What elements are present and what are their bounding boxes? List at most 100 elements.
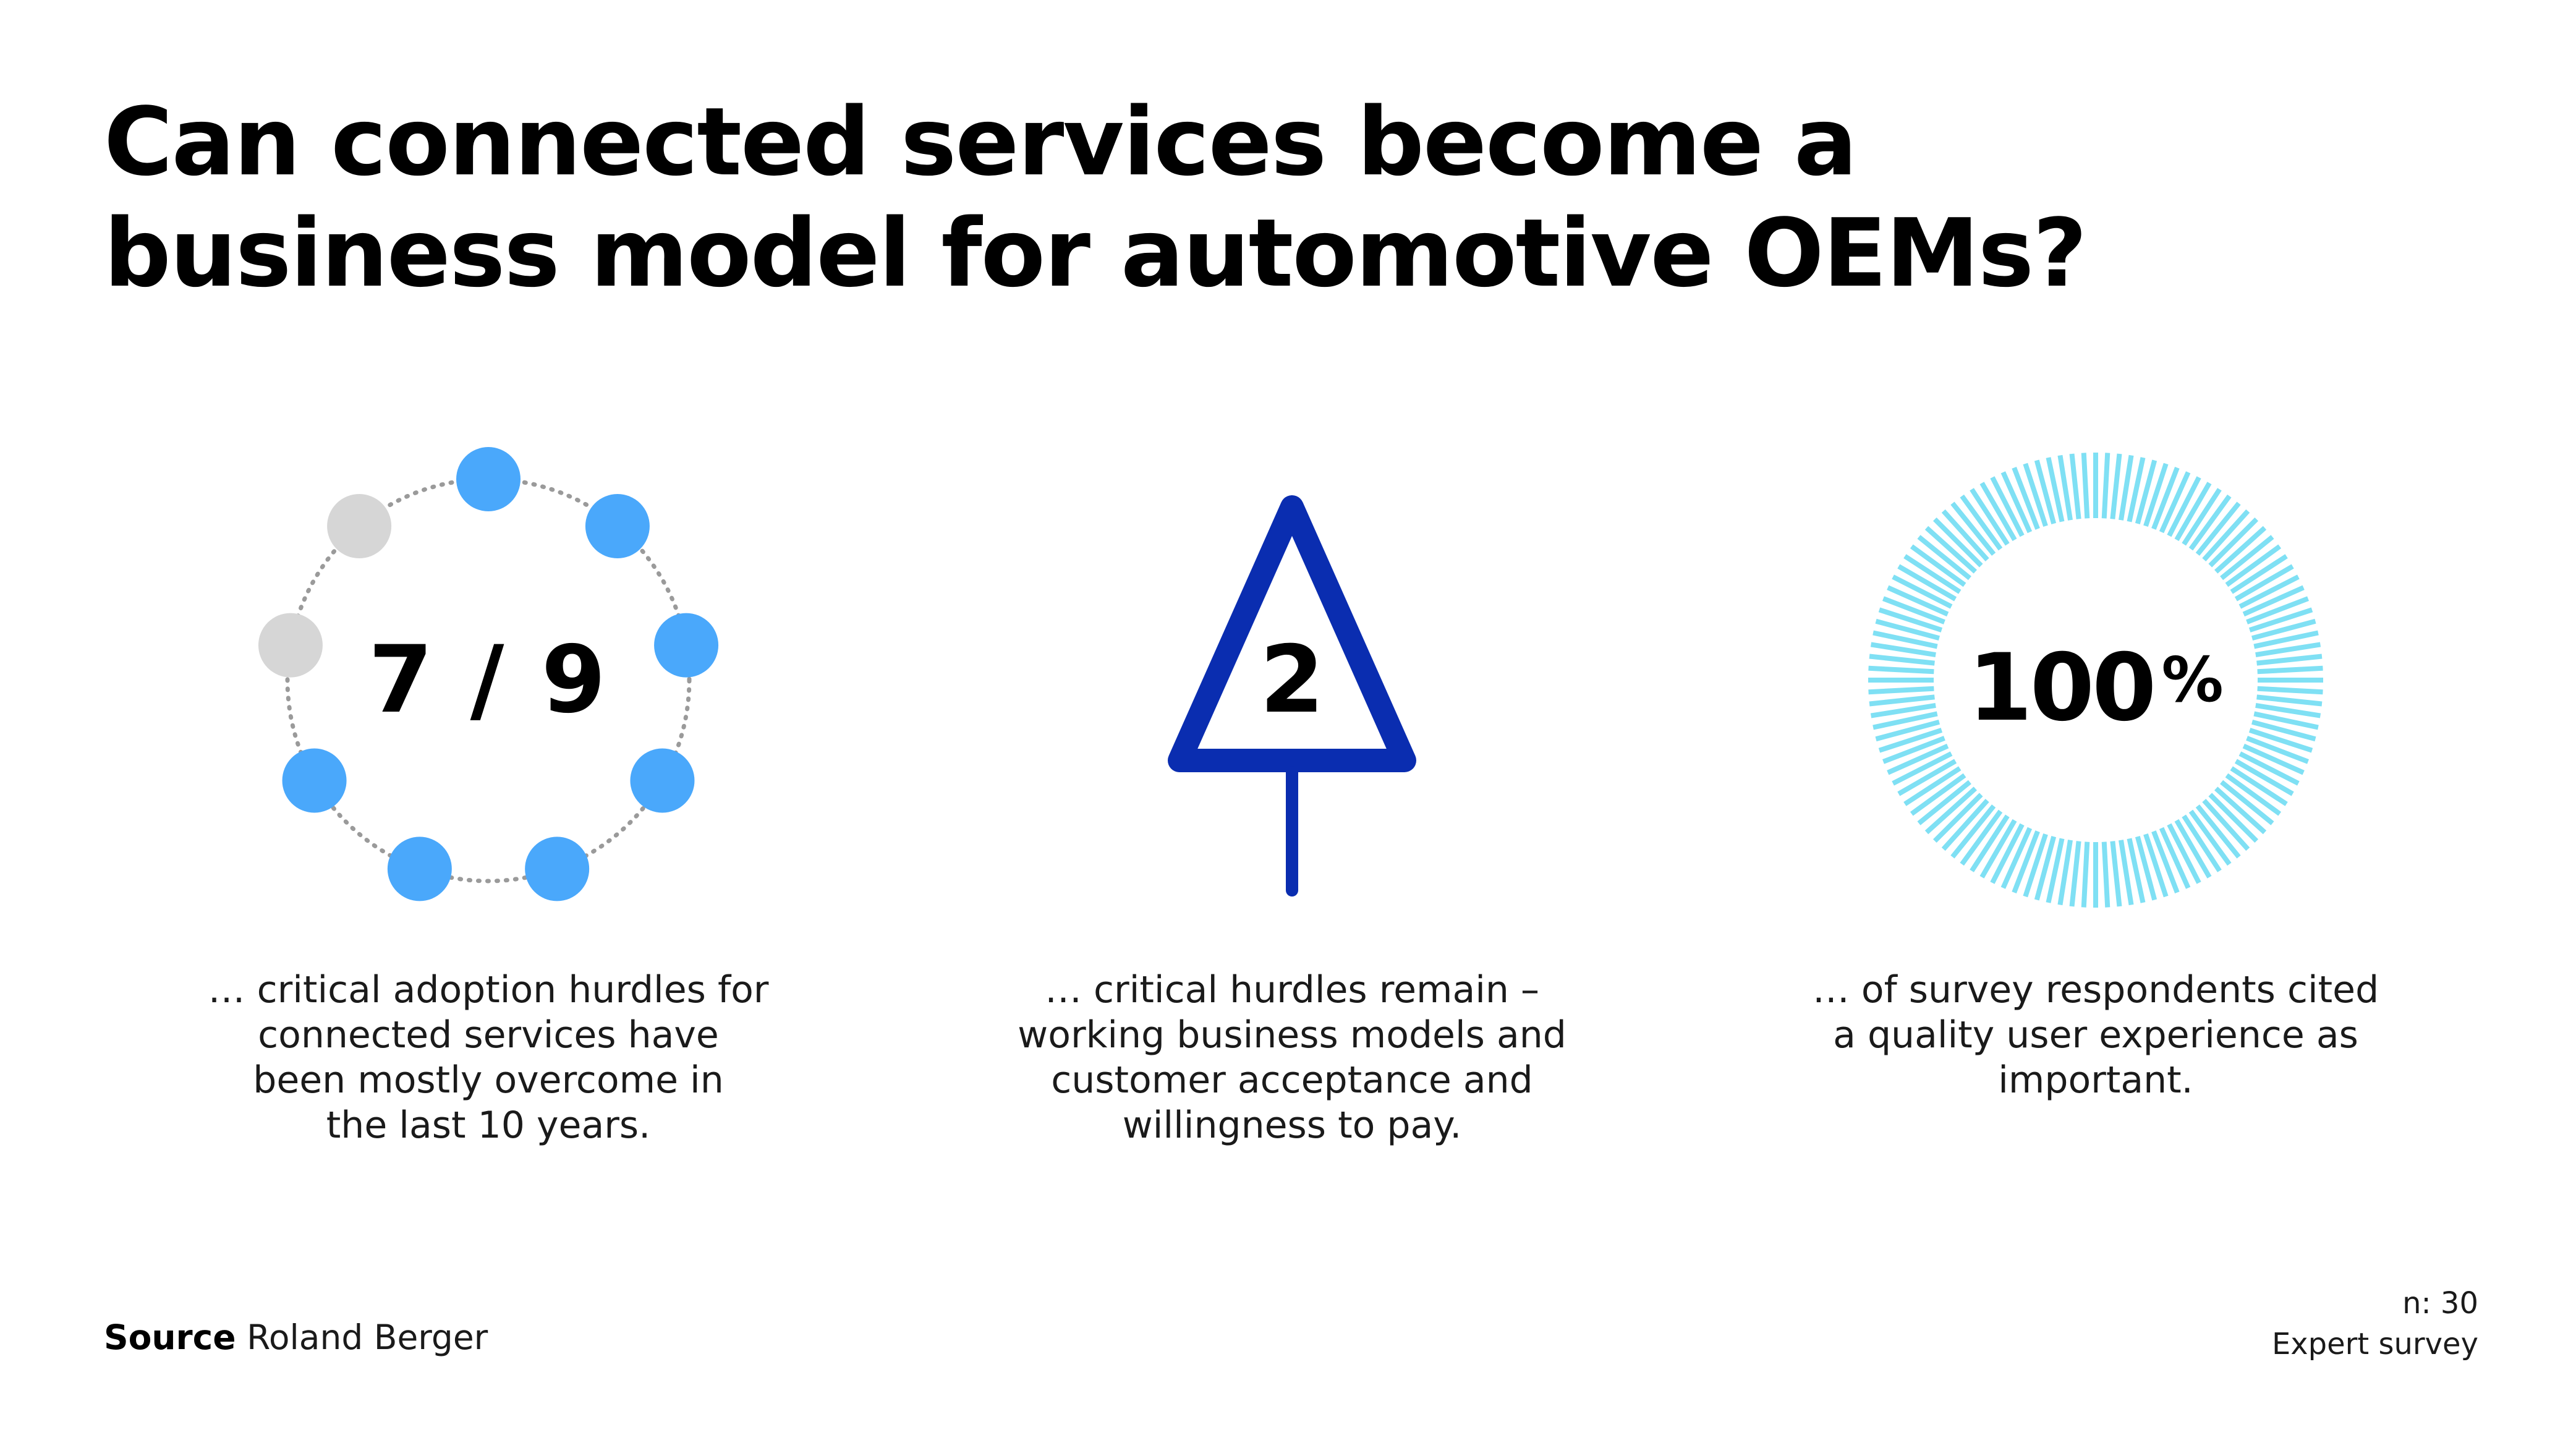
- burst-ray: [2256, 654, 2323, 666]
- burst-ray: [1882, 736, 1945, 764]
- burst-ray: [1870, 642, 1936, 657]
- burst-ray: [2230, 766, 2288, 806]
- hurdle-dot-overcome: [282, 748, 347, 813]
- burst-ray: [2234, 564, 2294, 602]
- burst-ray: [2101, 453, 2111, 519]
- burst-ray: [1892, 574, 1953, 609]
- burst-ray: [1872, 630, 1938, 649]
- burst-ray: [1917, 535, 1971, 581]
- burst-ray: [1979, 482, 2017, 542]
- burst-ray: [2253, 630, 2319, 649]
- burst-ray: [2159, 471, 2191, 534]
- burst-ray: [1924, 526, 1977, 574]
- burst-ray: [1869, 654, 1935, 666]
- burst-ray: [1970, 488, 2010, 546]
- burst-ray: [2246, 596, 2309, 624]
- burst-ray: [1872, 711, 1938, 730]
- hurdle-dot-overcome: [456, 447, 521, 511]
- caption-user-experience: … of survey respondents cited a quality …: [1756, 968, 2436, 1103]
- burst-ray: [2167, 823, 2201, 884]
- caption-line: working business models and: [1018, 1013, 1566, 1057]
- burst-ray: [2182, 488, 2222, 546]
- burst-ray: [2159, 827, 2191, 889]
- burst-ray: [1868, 665, 1934, 675]
- hurdle-dot-overcome: [585, 494, 650, 559]
- burst-ray: [2167, 476, 2201, 537]
- burst-ray: [1897, 759, 1957, 796]
- burst-ray: [2246, 736, 2309, 764]
- burst-ray: [2230, 554, 2288, 594]
- burst-ray: [2195, 804, 2241, 859]
- burst-ray: [2081, 453, 2090, 519]
- stat-adoption-hurdles: 7 / 9: [241, 433, 736, 927]
- burst-ray: [2253, 711, 2319, 730]
- source-label: Source: [104, 1318, 236, 1357]
- hurdle-dot-overcome: [654, 613, 719, 678]
- caption-line: important.: [1998, 1058, 2193, 1102]
- stat-value-hurdles-overcome: 7 / 9: [368, 626, 608, 734]
- burst-ray: [2208, 517, 2259, 568]
- stat-value-remaining-hurdles: 2: [1259, 626, 1325, 734]
- burst-ray: [2143, 833, 2169, 898]
- burst-ray: [2174, 482, 2212, 542]
- burst-ray: [2119, 840, 2134, 906]
- burst-ray: [1875, 618, 1940, 641]
- burst-ray: [1960, 494, 2003, 551]
- caption-line: connected services have: [258, 1013, 719, 1057]
- source-note: Source Roland Berger: [104, 1316, 488, 1359]
- burst-ray: [2255, 642, 2321, 657]
- burst-ray: [2135, 836, 2157, 901]
- burst-ray: [1910, 773, 1966, 816]
- burst-ray: [1950, 804, 1996, 859]
- burst-ray: [1887, 743, 1949, 775]
- burst-ray: [1897, 564, 1957, 602]
- burst-ray: [2023, 833, 2048, 898]
- burst-ray: [2000, 471, 2033, 534]
- burst-ray: [2188, 494, 2232, 551]
- burst-ray: [1869, 694, 1935, 707]
- burst-ray: [2225, 773, 2282, 816]
- caption-line: been mostly overcome in: [253, 1058, 724, 1102]
- burst-ray: [1960, 809, 2003, 866]
- percent-number: 100: [1968, 634, 2156, 742]
- burst-ray: [2069, 841, 2081, 907]
- burst-ray: [1903, 554, 1962, 594]
- burst-ray: [2214, 526, 2267, 574]
- burst-ray: [2000, 827, 2033, 889]
- caption-line: a quality user experience as: [1833, 1013, 2358, 1057]
- burst-ray: [2143, 462, 2169, 527]
- burst-ray: [2081, 841, 2090, 908]
- burst-ray: [2188, 809, 2232, 866]
- sample-size: n: 30: [2402, 1286, 2478, 1321]
- burst-ray: [2251, 618, 2316, 641]
- burst-ray: [2220, 780, 2274, 825]
- burst-ray: [2257, 686, 2323, 695]
- caption-line: willingness to pay.: [1122, 1104, 1462, 1147]
- burst-ray: [2214, 786, 2267, 835]
- burst-ray: [2127, 838, 2146, 903]
- burst-ray: [2127, 457, 2146, 522]
- burst-ray: [2110, 841, 2122, 907]
- burst-ray: [2110, 453, 2122, 519]
- dotted-ring-of-dots-icon: [258, 447, 719, 901]
- hurdle-dot-remaining: [327, 494, 392, 559]
- burst-ray: [1903, 766, 1962, 806]
- burst-ray: [2248, 728, 2313, 753]
- burst-ray: [1887, 585, 1949, 617]
- burst-ray: [2238, 751, 2300, 786]
- caption-line: the last 10 years.: [326, 1104, 651, 1147]
- burst-ray: [1875, 719, 1940, 742]
- burst-ray: [1990, 476, 2025, 537]
- burst-ray: [2248, 607, 2313, 632]
- stat-remaining-hurdles: 2: [1045, 433, 1539, 927]
- burst-ray: [2151, 830, 2180, 893]
- burst-ray: [2119, 454, 2134, 521]
- burst-ray: [1950, 501, 1996, 556]
- hurdle-dot-overcome: [525, 837, 590, 901]
- burst-ray: [2182, 814, 2222, 872]
- caption-remaining-hurdles: … critical hurdles remain – working busi…: [952, 968, 1632, 1148]
- burst-ray: [1941, 799, 1989, 851]
- burst-ray: [2012, 830, 2040, 893]
- caption-line: … of survey respondents cited: [1812, 968, 2379, 1011]
- caption-line: … critical adoption hurdles for: [208, 968, 769, 1011]
